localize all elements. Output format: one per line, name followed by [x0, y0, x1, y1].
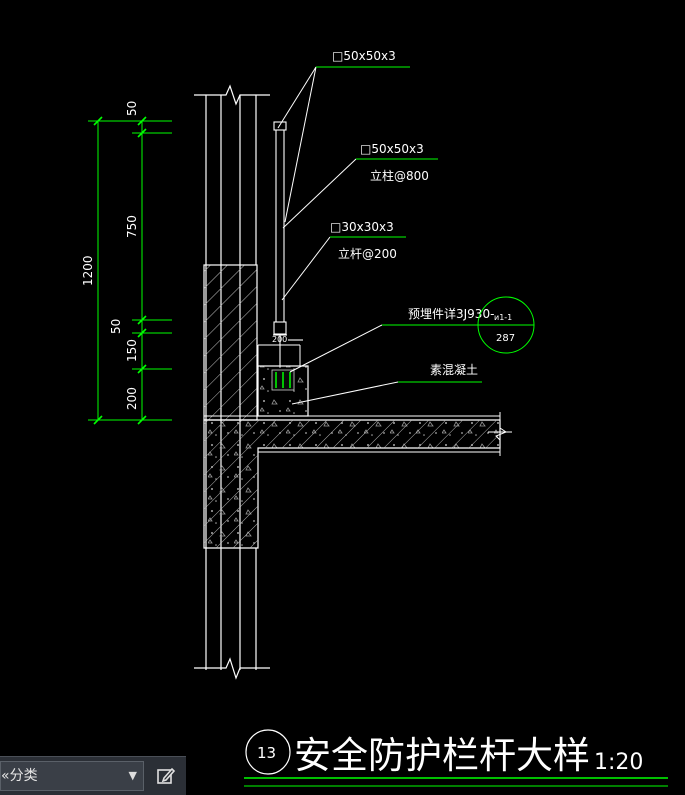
- leader-lines: [277, 66, 399, 405]
- dim-150: 150: [125, 339, 139, 362]
- label-post-spacing: 立柱@800: [370, 168, 429, 183]
- label-tube-rail: □50x50x3: [332, 49, 396, 63]
- dim-750: 750: [125, 215, 139, 238]
- plate-dim: 200: [272, 335, 287, 344]
- callout-page: 287: [496, 333, 515, 344]
- label-bar-spec: □30x30x3: [330, 220, 394, 234]
- label-post-spec: □50x50x3: [360, 142, 424, 156]
- bottom-toolbar: «分类 ▼: [0, 756, 186, 795]
- title-number: 13: [257, 744, 276, 762]
- label-concrete: 素混凝土: [430, 362, 478, 377]
- dim-200: 200: [125, 387, 139, 410]
- title-scale: 1:20: [594, 750, 643, 775]
- dimension-texts: 50 750 1200 50 150 200: [81, 101, 139, 410]
- concrete-curb: [257, 344, 309, 417]
- category-select[interactable]: «分类 ▼: [0, 761, 144, 791]
- title-number-circle: [245, 729, 291, 775]
- title-block: 13 安全防护栏杆大样 1:20: [244, 729, 668, 787]
- chevron-down-icon: ▼: [128, 769, 137, 782]
- category-select-value: «分类: [1, 768, 38, 784]
- dim-50-mid: 50: [109, 319, 123, 334]
- dim-50-top: 50: [125, 101, 139, 116]
- title-text: 安全防护栏杆大样: [294, 734, 590, 777]
- wall-section: [203, 264, 512, 549]
- label-embed-sup: ᴎ1-1: [494, 313, 512, 322]
- label-underlines: [316, 66, 498, 383]
- detail-callout: 287: [477, 296, 535, 354]
- dim-1200: 1200: [81, 255, 95, 286]
- annotations: □50x50x3 □50x50x3 立柱@800 □30x30x3 立杆@200…: [330, 49, 512, 377]
- railing-post: [273, 121, 303, 366]
- edit-icon: [157, 767, 176, 784]
- label-embed-ref: 预埋件详3J930-: [408, 306, 494, 321]
- edit-button[interactable]: [152, 763, 180, 789]
- dimension-chain: [88, 116, 172, 425]
- label-bar-spacing: 立杆@200: [338, 246, 397, 261]
